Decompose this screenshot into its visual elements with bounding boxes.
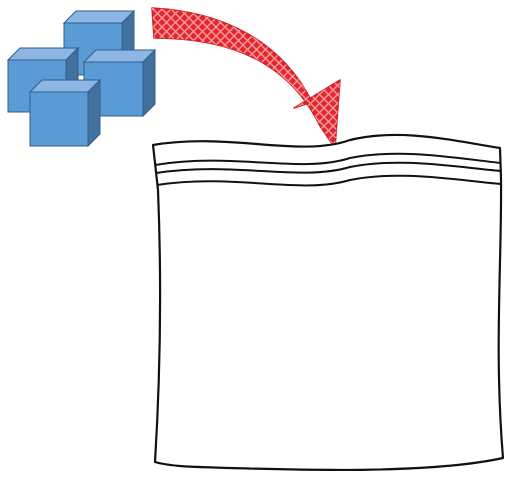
cube-front	[28, 78, 102, 148]
zipper-line	[154, 152, 502, 166]
zipper-line	[156, 174, 502, 187]
stacked-cubes-icon	[6, 9, 157, 148]
cube-right	[82, 48, 157, 118]
curved-arrow-icon	[151, 7, 341, 149]
zip-bag-icon	[151, 133, 505, 472]
zipper-line	[155, 161, 502, 174]
